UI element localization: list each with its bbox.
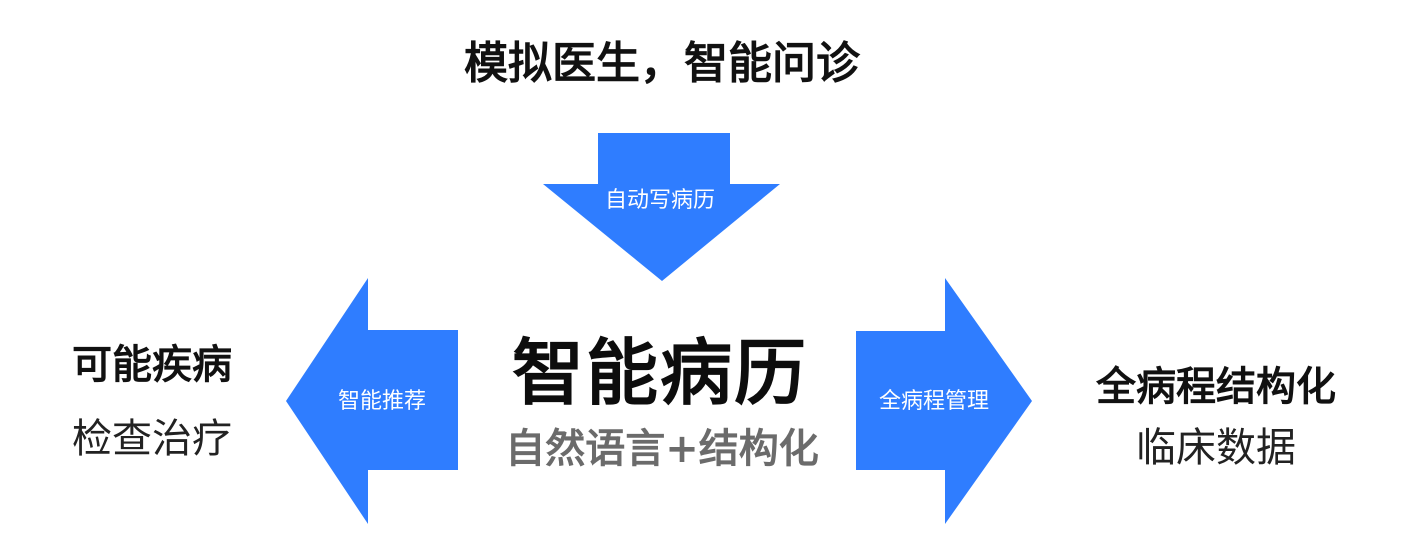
right-title: 全病程结构化 [1096,364,1336,410]
arrow-down-label: 自动写病历 [604,188,716,213]
center-title: 智能病历 [511,331,809,415]
arrow-left [286,278,458,524]
arrow-right [856,278,1032,524]
right-subtitle: 临床数据 [1136,425,1296,471]
arrow-down [543,133,780,281]
arrow-right-label: 全病程管理 [878,389,990,414]
arrow-left-label: 智能推荐 [337,389,427,414]
left-title: 可能疾病 [72,342,232,388]
left-subtitle: 检查治疗 [72,416,232,462]
center-subtitle: 自然语言+结构化 [505,426,819,472]
top-title: 模拟医生，智能问诊 [464,38,860,89]
